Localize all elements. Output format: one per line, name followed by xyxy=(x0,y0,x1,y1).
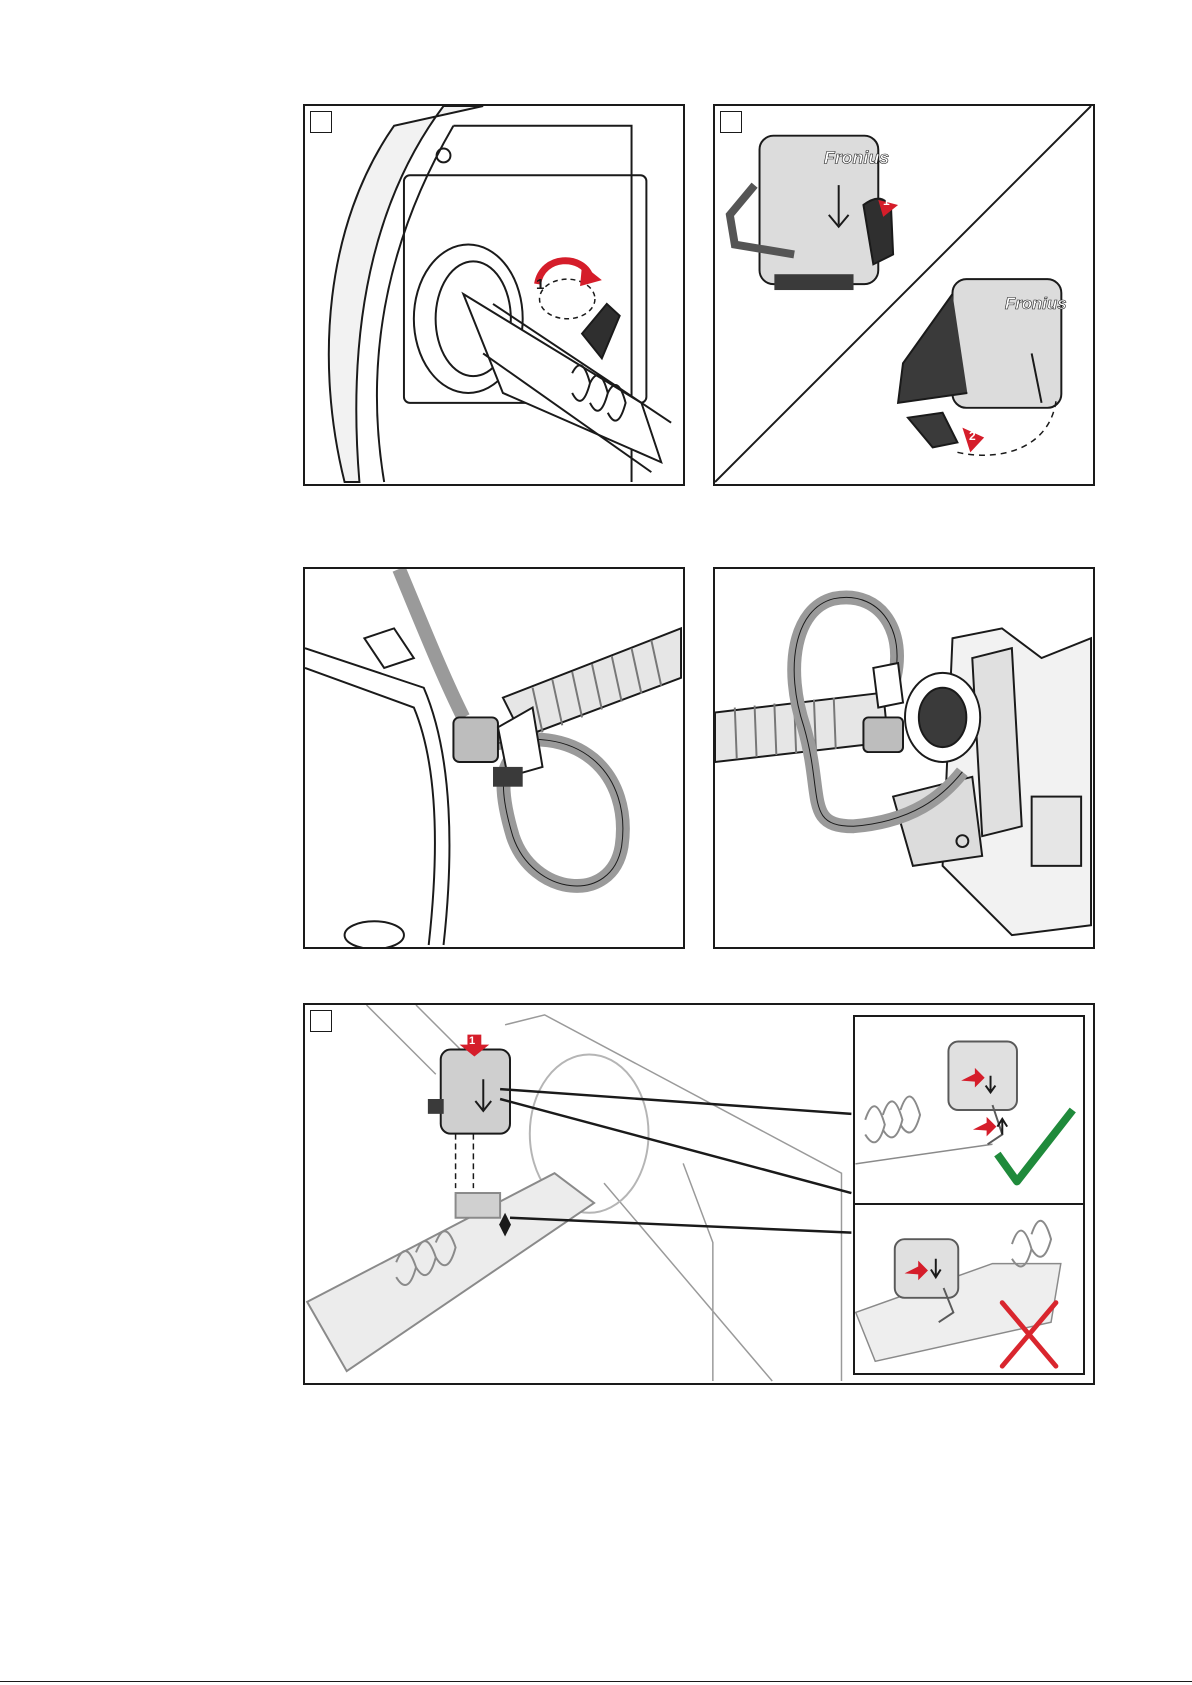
brand-mark-upper: Fronius xyxy=(824,147,889,167)
brand-mark-lower: Fronius xyxy=(1005,294,1067,313)
step-marker-1: 1 xyxy=(883,194,890,208)
step-panel-1: 1 xyxy=(303,104,685,486)
step-panel-2: Fronius Fronius 1 2 xyxy=(713,104,1095,486)
connector-lever-open: Fronius xyxy=(730,136,898,290)
illustration-hose-routing-right xyxy=(715,569,1093,947)
inset-correct xyxy=(853,1015,1085,1205)
check-icon xyxy=(997,1110,1072,1181)
connector-lever-closed: Fronius xyxy=(898,279,1067,455)
step-number-box xyxy=(310,1010,332,1032)
illustration-hose-routing-left xyxy=(305,569,683,947)
page-footer-rule xyxy=(0,1681,1192,1682)
step-marker-2: 2 xyxy=(969,429,976,443)
step-panel-5: 1 xyxy=(303,1003,1095,1385)
connector-being-mounted xyxy=(428,1035,510,1188)
illustration-connector-lever xyxy=(305,106,683,484)
inset-incorrect xyxy=(853,1203,1085,1375)
step-number-box xyxy=(310,111,332,133)
torch-grip-slots xyxy=(865,1096,920,1142)
torch-grip-slots xyxy=(1012,1221,1051,1267)
step-panel-4 xyxy=(713,567,1095,949)
step-panel-3 xyxy=(303,567,685,949)
illustration-lever-positions: Fronius Fronius xyxy=(715,106,1093,484)
step-marker-1: 1 xyxy=(469,1035,475,1047)
step-marker-1: 1 xyxy=(536,276,544,293)
step-number-box xyxy=(720,111,742,133)
